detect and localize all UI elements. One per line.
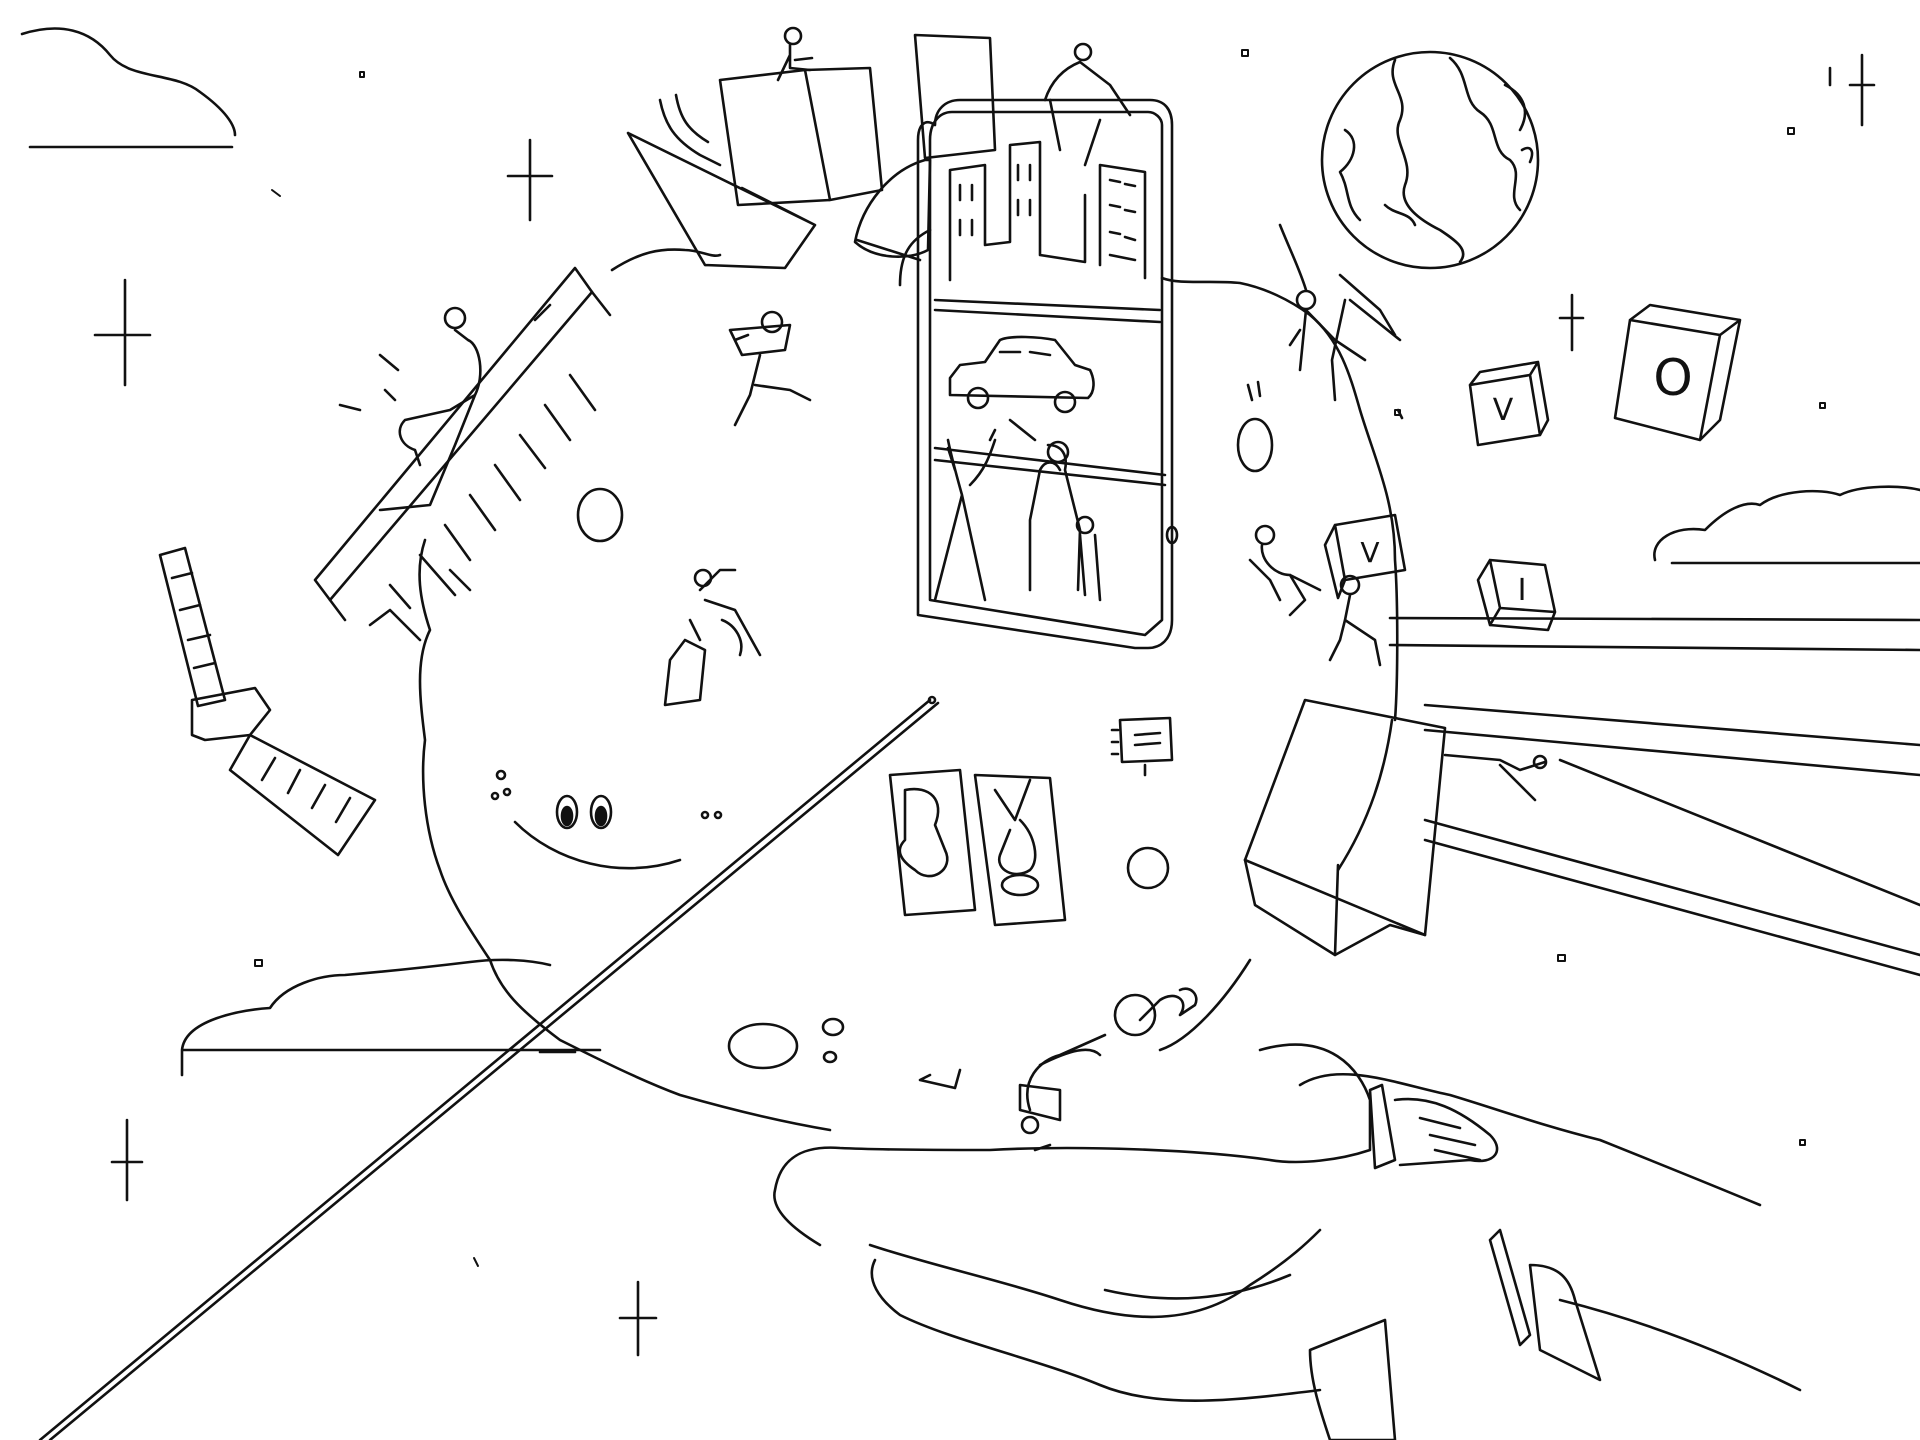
star-icon — [1558, 293, 1585, 352]
car-icon — [948, 335, 1095, 400]
earth-globe — [1320, 50, 1540, 270]
paper-boat — [626, 131, 817, 270]
slide-ramp — [658, 93, 722, 167]
solar-panel — [158, 546, 227, 708]
sleeping-mat — [973, 773, 1067, 927]
crater — [576, 487, 624, 543]
person-standing — [1008, 418, 1082, 592]
smartphone-window — [916, 98, 1174, 650]
person-climbing-phone — [1043, 60, 1132, 167]
star-icon — [506, 138, 554, 222]
person-dancing — [1278, 223, 1367, 372]
cloud-right — [1653, 485, 1920, 565]
person-waving — [933, 428, 997, 602]
crater — [727, 1022, 799, 1070]
giant-shoe — [1308, 1318, 1397, 1440]
floating-box — [1243, 698, 1548, 957]
open-sheet — [913, 33, 997, 160]
star-icon — [110, 1118, 144, 1202]
giant-arm — [773, 1043, 1372, 1247]
right-eye — [589, 794, 613, 830]
block-letter: I — [1518, 573, 1527, 608]
planet-figures — [663, 223, 1402, 1152]
satellite-body — [190, 686, 272, 742]
crater — [713, 810, 723, 820]
person-lying-on-beam — [1443, 753, 1547, 802]
star-icon — [618, 1280, 658, 1357]
planet-dome — [853, 158, 932, 262]
person-climbing — [1328, 593, 1382, 667]
debris-dots — [254, 49, 1826, 1267]
giant-limbs — [773, 1043, 1802, 1440]
letter-blocks — [1323, 303, 1742, 632]
person-jumping — [1248, 543, 1322, 617]
crater — [822, 1050, 838, 1064]
letter-block-v — [1468, 360, 1550, 447]
person-on-ladder — [378, 328, 482, 512]
notebook-icon — [1110, 716, 1174, 777]
planet-outline — [418, 228, 1399, 1132]
solar-panel — [228, 733, 377, 857]
crater — [1126, 846, 1170, 890]
smile-mouth — [513, 820, 682, 870]
crater — [700, 810, 710, 820]
giant-shoe — [1528, 1263, 1602, 1382]
child-figure — [1078, 533, 1102, 602]
crater — [821, 1017, 845, 1037]
sleeping-mat — [888, 768, 977, 917]
stars — [93, 53, 1876, 1357]
crater — [490, 791, 500, 801]
city-skyline — [948, 140, 1147, 282]
ladder-bridge — [313, 266, 612, 642]
block-letter: O — [1653, 349, 1692, 407]
giant-sleeve — [1368, 1083, 1397, 1170]
person-with-tube — [663, 568, 762, 707]
crater — [495, 769, 507, 781]
person-sitting-on-box — [776, 43, 814, 82]
crater — [502, 787, 512, 797]
craters — [490, 380, 1404, 1070]
open-box — [718, 66, 884, 207]
satellite — [158, 546, 377, 857]
person-carrying-box — [728, 323, 812, 427]
star-icon — [1848, 53, 1876, 127]
letter-block-v-small — [1323, 513, 1407, 600]
ink-layer — [20, 26, 1920, 1440]
letter-block-o — [1613, 303, 1742, 442]
beams-right — [1388, 616, 1920, 977]
giant-hand — [1393, 1097, 1499, 1167]
block-letter: V — [1360, 536, 1379, 569]
cloud-top-left — [20, 27, 237, 149]
person-dancing — [1330, 273, 1402, 402]
star-icon — [93, 278, 152, 387]
giant-cuff — [1488, 1228, 1532, 1347]
crater — [1236, 417, 1274, 473]
person-with-camera — [1018, 987, 1198, 1152]
block-letter: V — [1493, 393, 1514, 428]
left-eye — [555, 794, 579, 830]
folded-papers — [626, 26, 1132, 270]
cloud-bottom-left — [180, 958, 602, 1077]
long-pole — [38, 695, 940, 1440]
planet-smiley-face — [513, 794, 682, 870]
giant-leg — [868, 1228, 1322, 1402]
letter-block-i — [1476, 558, 1557, 632]
block-letters: V O V I — [1360, 349, 1692, 608]
